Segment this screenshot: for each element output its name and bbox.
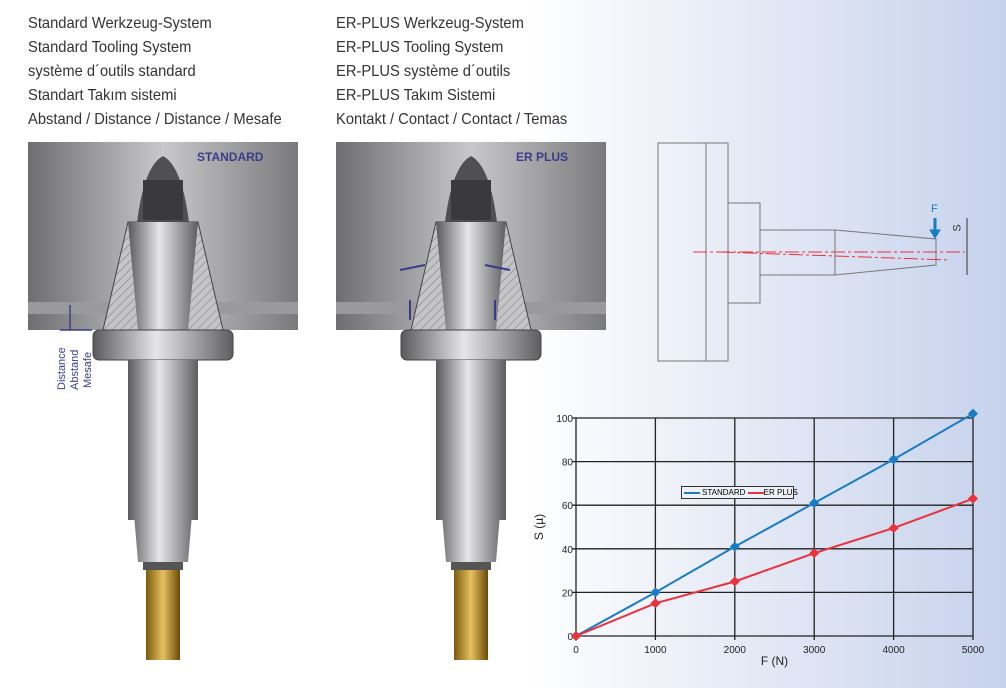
standard-image-label: STANDARD [197,150,264,164]
erplus-line: Kontakt / Contact / Contact / Temas [336,111,568,128]
erplus-line: ER-PLUS Tooling System [336,39,504,56]
series-line-1 [575,497,974,637]
x-tick-label: 0 [573,645,579,656]
x-tick-label: 4000 [882,645,905,656]
force-label: F [931,203,938,215]
data-point [729,576,740,587]
standard-line: Standart Takım sistemi [28,87,177,104]
x-tick-label: 1000 [644,645,667,656]
erplus-line: ER-PLUS système d´outils [336,63,511,80]
x-tick-label: 5000 [962,645,985,656]
erplus-line: ER-PLUS Takım Sistemi [336,87,496,104]
y-tick-label: 60 [562,501,574,512]
data-point [571,631,581,641]
data-point [809,548,820,559]
erplus-text-block: ER-PLUS Werkzeug-System ER-PLUS Tooling … [336,12,567,132]
series-line-0 [575,412,974,637]
standard-line: système d´outils standard [28,63,196,80]
data-point [650,587,661,598]
y-tick-label: 80 [562,458,574,469]
legend-erplus: ER PLUS [763,488,798,497]
legend-standard-swatch [684,492,700,494]
data-point [888,454,899,465]
legend-standard: STANDARD [702,488,746,497]
x-axis-label: F (N) [761,654,788,668]
y-tick-label: 0 [567,632,573,643]
deflection-diagram [657,142,968,362]
data-point [650,598,661,609]
data-point [729,541,740,552]
data-point [809,498,820,509]
y-tick-label: 20 [562,588,574,599]
standard-line: Standard Tooling System [28,39,192,56]
erplus-image-label: ER PLUS [516,150,569,164]
standard-line: Abstand / Distance / Distance / Mesafe [28,111,282,128]
data-point [968,408,978,419]
standard-text-block: Standard Werkzeug-System Standard Toolin… [28,12,282,132]
data-point [888,523,899,534]
x-tick-label: 3000 [803,645,826,656]
distance-arrow-icon [60,305,92,331]
x-tick-label: 2000 [724,645,747,656]
contact-arrows-icon [399,264,511,320]
data-point [968,493,978,504]
y-axis-label: S (µ) [532,514,546,540]
y-tick-label: 40 [562,545,574,556]
legend-erplus-swatch [747,491,764,494]
chart-legend: STANDARD ER PLUS [681,486,798,499]
erplus-line: ER-PLUS Werkzeug-System [336,15,524,32]
y-tick-label: 100 [556,414,573,425]
standard-line: Standard Werkzeug-System [28,15,212,32]
